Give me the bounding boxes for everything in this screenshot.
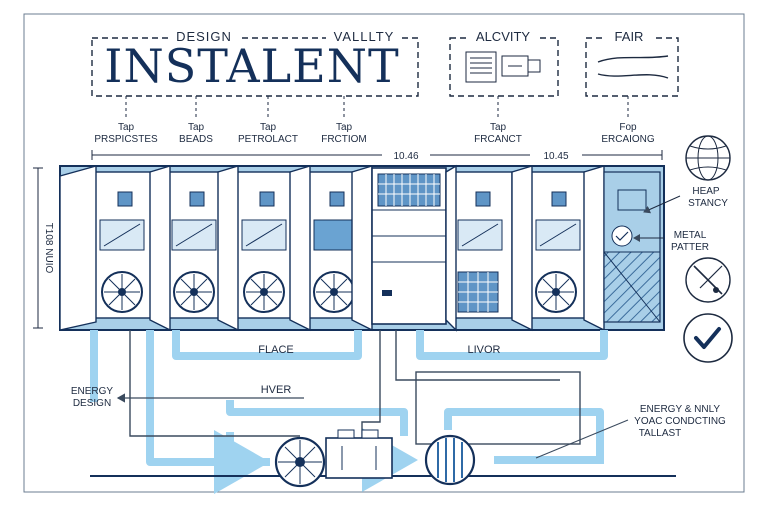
column-labels: Tap PRSPICSTES Tap BEADS Tap PETROLACT T…	[94, 122, 655, 145]
col-label: BEADS	[179, 134, 213, 145]
document-icon	[465, 51, 497, 83]
outer-frame	[23, 13, 745, 493]
energy-nnly-leader	[535, 419, 629, 459]
header-fair-box: FAIR	[585, 28, 679, 97]
cabinet-bank-right	[451, 171, 591, 319]
col-label: FRCANCT	[474, 134, 522, 145]
energy-nnly-line1: ENERGY & NNLY	[640, 404, 721, 415]
header-leader-lines	[125, 96, 629, 120]
col-label-top: Tap	[260, 122, 277, 133]
top-dimension-line: 10.46 10.45	[91, 148, 663, 162]
col-label-top: Fop	[619, 122, 637, 133]
fan-icon	[243, 271, 285, 313]
dimension-vertical-label: T108 NUIO	[43, 223, 54, 274]
globe-icon	[685, 135, 731, 181]
col-label-top: Tap	[188, 122, 205, 133]
col-label: FRCTIOM	[321, 134, 367, 145]
flow-label-livor: LIVOR	[467, 344, 500, 356]
compressor-icon	[325, 429, 393, 479]
header-validity-label: VALLLTY	[334, 29, 395, 44]
energy-design-line2: DESIGN	[73, 398, 111, 409]
service-compartment	[603, 171, 661, 323]
flow-label-hver: HVER	[261, 384, 292, 396]
fan-icon	[101, 271, 143, 313]
airflow-arrows	[214, 428, 604, 494]
fan-icon	[535, 271, 577, 313]
header-activity-label: ALCVITY	[476, 29, 531, 44]
nail-icon	[685, 257, 731, 303]
checkmark-icon	[683, 313, 733, 363]
energy-design-line1: ENERGY	[71, 386, 114, 397]
energy-nnly-line2: YOAC CONDCTING	[634, 416, 726, 427]
header-fair-label: FAIR	[615, 29, 644, 44]
callout-heap-arrow	[643, 195, 681, 214]
callout-heap-bottom: STANCY	[688, 198, 728, 209]
callout-metal-top: METAL	[674, 230, 707, 241]
flow-label-flace: FLACE	[258, 344, 293, 356]
fan-icon	[424, 434, 476, 486]
col-label: PRSPICSTES	[94, 134, 158, 145]
fan-icon	[274, 436, 326, 488]
header-design-box: DESIGN VALLLTY INSTALENT	[91, 28, 419, 97]
callout-heap-top: HEAP	[692, 186, 720, 197]
energy-nnly-line3: TALLAST	[639, 428, 682, 439]
fan-icon	[173, 271, 215, 313]
tool-icon	[501, 55, 541, 77]
col-label: PETROLACT	[238, 134, 298, 145]
dimension-center-left: 10.46	[393, 151, 418, 162]
cabinet-doors-left	[59, 165, 373, 332]
callout-metal-bottom: PATTER	[671, 242, 709, 253]
dimension-center-right: 10.45	[543, 151, 568, 162]
col-label: ERCAIONG	[601, 134, 655, 145]
col-label-top: Tap	[336, 122, 353, 133]
cable-icon	[597, 55, 669, 63]
brand-title: INSTALENT	[104, 39, 399, 93]
fan-icon	[313, 271, 355, 313]
col-label-top: Tap	[118, 122, 135, 133]
header-design-label: DESIGN	[176, 29, 232, 44]
header-activity-box: ALCVITY	[449, 28, 559, 97]
vertical-dimension: T108 NUIO	[33, 167, 54, 329]
hvac-unit-icon	[371, 167, 447, 325]
cable-icon	[597, 73, 669, 79]
col-label-top: Tap	[490, 122, 507, 133]
